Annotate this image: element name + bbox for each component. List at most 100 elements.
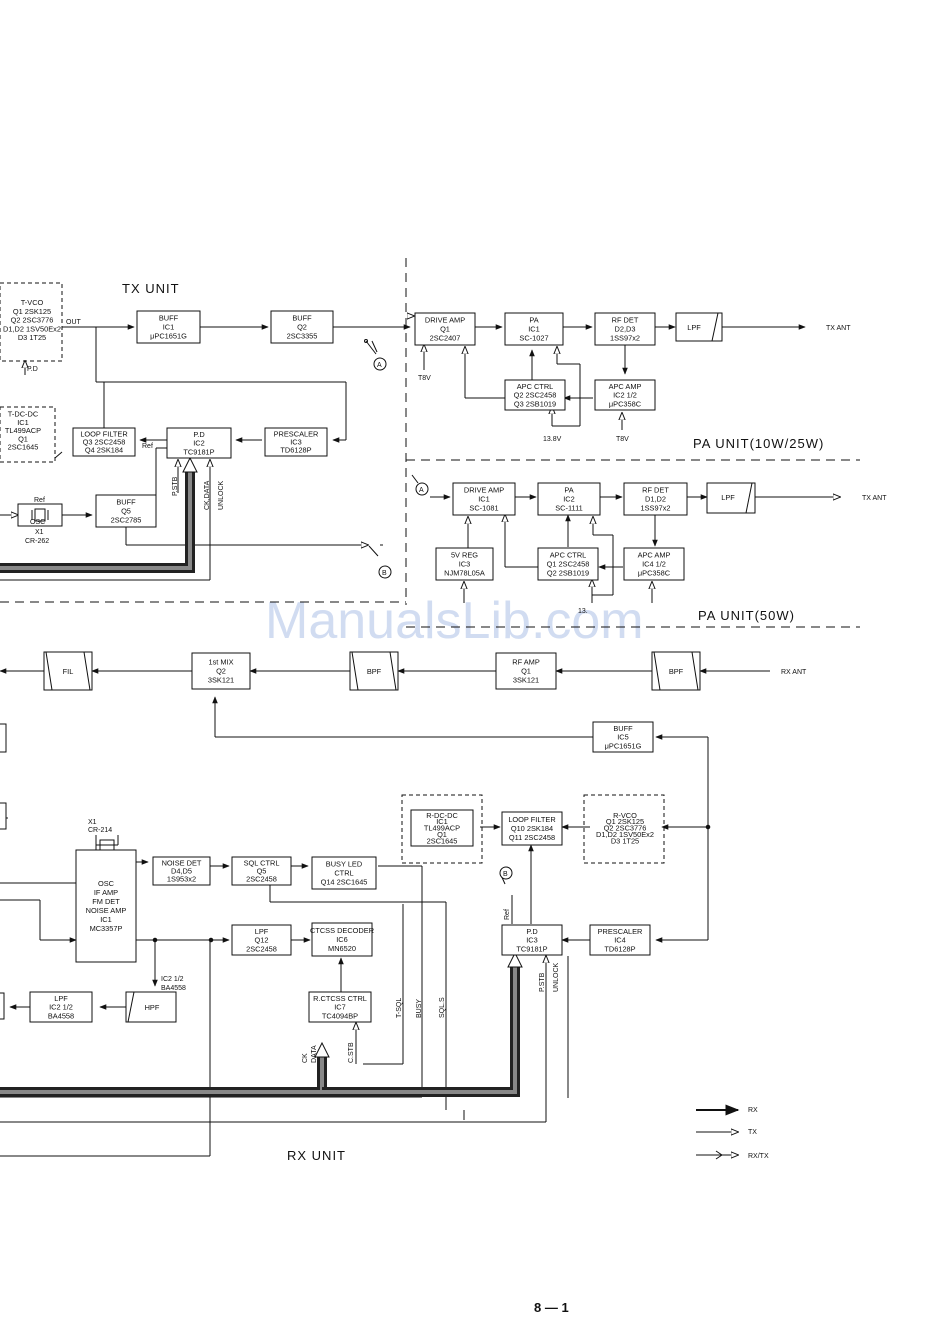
rx-ant-label: RX ANT [781, 669, 807, 676]
block-text: Q12 [255, 936, 269, 945]
rx-bpf2-label: BPF [669, 667, 684, 676]
osc-label: OSC [30, 519, 45, 526]
block-text: Q2 [297, 323, 307, 332]
block-box [594, 312, 656, 346]
block-text: SC-1111 [555, 504, 583, 513]
t8v-label-1: T8V [418, 375, 431, 382]
ref-rx-label: Ref [504, 909, 511, 920]
block-text: 2SC3355 [287, 332, 318, 341]
block-text: D3 1T25 [611, 836, 639, 845]
tx-wires [0, 324, 411, 581]
block-text: IC1 [100, 915, 112, 924]
block-text: Q2 2SC3776 [604, 824, 647, 833]
rx-bpf1-box [349, 651, 399, 691]
block-box [495, 652, 557, 690]
rx-bpf2-box [651, 651, 701, 691]
block-text: SC-1081 [469, 504, 498, 513]
ic2half-label: IC2 1/2 [161, 976, 184, 983]
block-text: P.D [193, 430, 204, 439]
block-box [435, 547, 494, 581]
block-text: Q3 2SB1019 [514, 399, 556, 408]
block-text: DRIVE AMP [464, 486, 504, 495]
pa1-lpf-box [675, 312, 723, 342]
block-text: TL499ACP [5, 426, 41, 435]
block-text: BUFF [116, 498, 136, 507]
block-text: TC9181P [183, 447, 214, 456]
rx-hpf-box [125, 991, 177, 1023]
block-text: IC2 1/2 [49, 1003, 73, 1012]
block-box [410, 809, 474, 847]
block-text: NOISE DET [162, 859, 202, 868]
tx-ant-label-2: TX ANT [862, 495, 887, 502]
block-text: 3SK121 [513, 676, 539, 685]
watermark: ManualsLib.com [265, 592, 644, 650]
block-text: D3 1T25 [18, 333, 46, 342]
block-text: Q1 2SK125 [606, 817, 644, 826]
block-text: IC3 [526, 936, 538, 945]
block-text: PA [564, 486, 573, 495]
block-text: IC6 [336, 935, 348, 944]
block-text: Q2 2SB1019 [547, 569, 589, 578]
block-text: 1SS97x2 [641, 504, 671, 513]
ckdata-tx-label: CK,DATA [204, 480, 211, 510]
legend-rxtx: RX/TX [748, 1153, 769, 1160]
block-box [264, 427, 328, 457]
block-text: PRESCALER [598, 927, 643, 936]
block-text: APC CTRL [550, 551, 587, 560]
block-text: R-DC-DC [426, 811, 458, 820]
rx-unit-title: RX UNIT [287, 1148, 346, 1163]
block-text: IC3 [459, 560, 471, 569]
tsql-label: T-SQL [396, 998, 403, 1018]
block-text: CTRL [334, 869, 353, 878]
block-text: 1SS97x2 [610, 334, 640, 343]
pa-unit-50w-title: PA UNIT(50W) [698, 608, 795, 623]
rx-fil-box [43, 651, 93, 691]
block-box [504, 379, 566, 411]
pstb-tx-label: P.STB [172, 476, 179, 496]
block-text: IC1 [17, 418, 29, 427]
x1-tx-label: X1 [35, 529, 44, 536]
block-text: 1st MIX [208, 658, 233, 667]
block-text: Q2 2SC2458 [514, 391, 557, 400]
legend-rx: RX [748, 1107, 758, 1114]
block-text: 2SC2785 [111, 516, 142, 525]
block-text: 2SC1645 [8, 443, 39, 452]
marker-b-1: B [382, 570, 387, 577]
block-text: IC4 1/2 [642, 560, 666, 569]
block-text: DRIVE AMP [425, 316, 465, 325]
ref-label: Ref [34, 497, 45, 504]
block-text: TC4094BP [322, 1011, 358, 1020]
block-text: R.CTCSS CTRL [313, 994, 367, 1003]
block-text: BUFF [292, 314, 312, 323]
page-number: 8 — 1 [534, 1300, 569, 1315]
block-box [537, 547, 599, 581]
block-text: MN6520 [328, 944, 356, 953]
block-text: IC1 [528, 325, 540, 334]
block-text: T-VCO [21, 298, 44, 307]
rx-bpf1-label: BPF [367, 667, 382, 676]
block-text: BUFF [613, 724, 633, 733]
block-text: Q5 [121, 507, 131, 516]
block-text: 2SC1645 [427, 836, 458, 845]
block-box [231, 924, 292, 956]
block-text: LPF [54, 994, 68, 1003]
block-box [270, 310, 334, 344]
block-box [152, 856, 211, 886]
block-box [231, 856, 292, 886]
legend-tx: TX [748, 1129, 757, 1136]
block-text: Q10 2SK184 [511, 824, 553, 833]
block-box [594, 379, 656, 411]
out-label: OUT [66, 319, 82, 326]
block-box [95, 494, 157, 528]
block-text: LOOP FILTER [80, 430, 127, 439]
ba4558-label: BA4558 [161, 985, 186, 992]
